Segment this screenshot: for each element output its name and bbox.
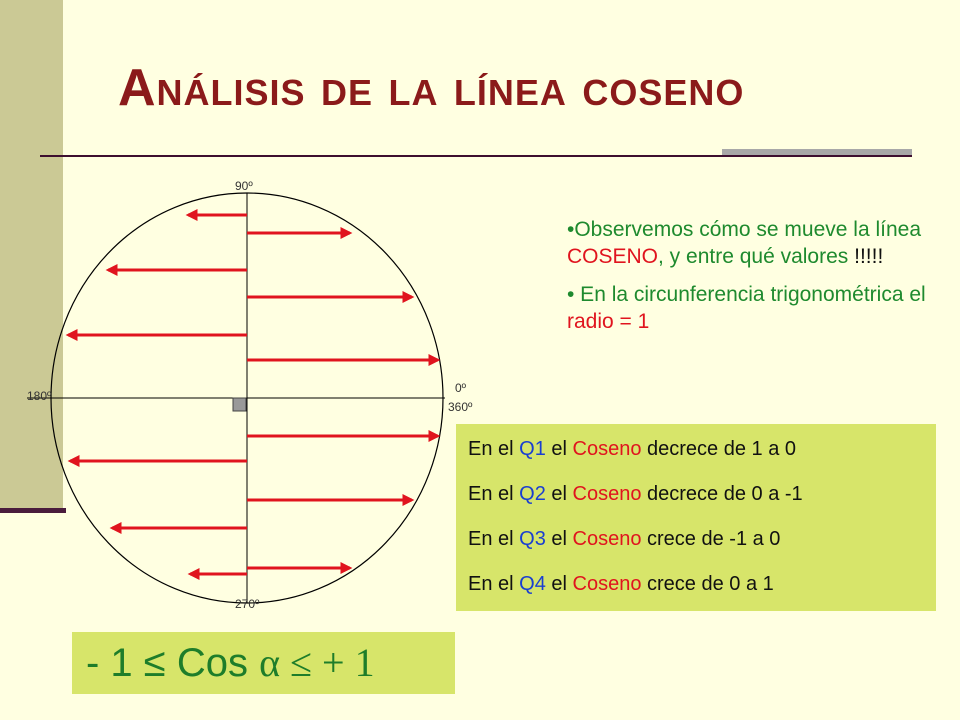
quadrant-line-q3: En el Q3 el Coseno crece de -1 a 0 xyxy=(468,528,781,550)
side-rule xyxy=(0,508,66,513)
quadrant-summary-box: En el Q1 el Coseno decrece de 1 a 0 En e… xyxy=(456,424,936,611)
unit-circle-diagram: 90º 180º 0º 360º 270º xyxy=(27,179,473,611)
cosine-highlight: COSENO xyxy=(567,245,659,269)
notes-text: •Observemos cómo se mueve la línea COSEN… xyxy=(567,216,937,345)
note-bullet-2: • En la circunferencia trigonométrica el… xyxy=(567,282,926,333)
cosine-range-formula: - 1 ≤ Cos α ≤ + 1 xyxy=(72,632,455,694)
label-360: 360º xyxy=(448,400,473,414)
label-90: 90º xyxy=(235,179,253,193)
quadrant-line-q1: En el Q1 el Coseno decrece de 1 a 0 xyxy=(468,438,797,460)
title-rule-accent xyxy=(722,149,912,157)
radius-highlight: radio = 1 xyxy=(567,309,650,333)
label-0: 0º xyxy=(455,381,467,395)
quadrant-line-q4: En el Q4 el Coseno crece de 0 a 1 xyxy=(468,573,774,595)
note-bullet-1: •Observemos cómo se mueve la línea COSEN… xyxy=(567,218,922,269)
quadrant-line-q2: En el Q2 el Coseno decrece de 0 a -1 xyxy=(468,483,803,505)
label-270: 270º xyxy=(235,597,260,611)
cosine-arrows xyxy=(65,209,441,580)
right-angle-marker xyxy=(232,397,247,412)
slide-title: Análisis de la línea coseno xyxy=(118,59,745,117)
title-rule xyxy=(40,155,912,157)
label-180: 180º xyxy=(27,389,52,403)
